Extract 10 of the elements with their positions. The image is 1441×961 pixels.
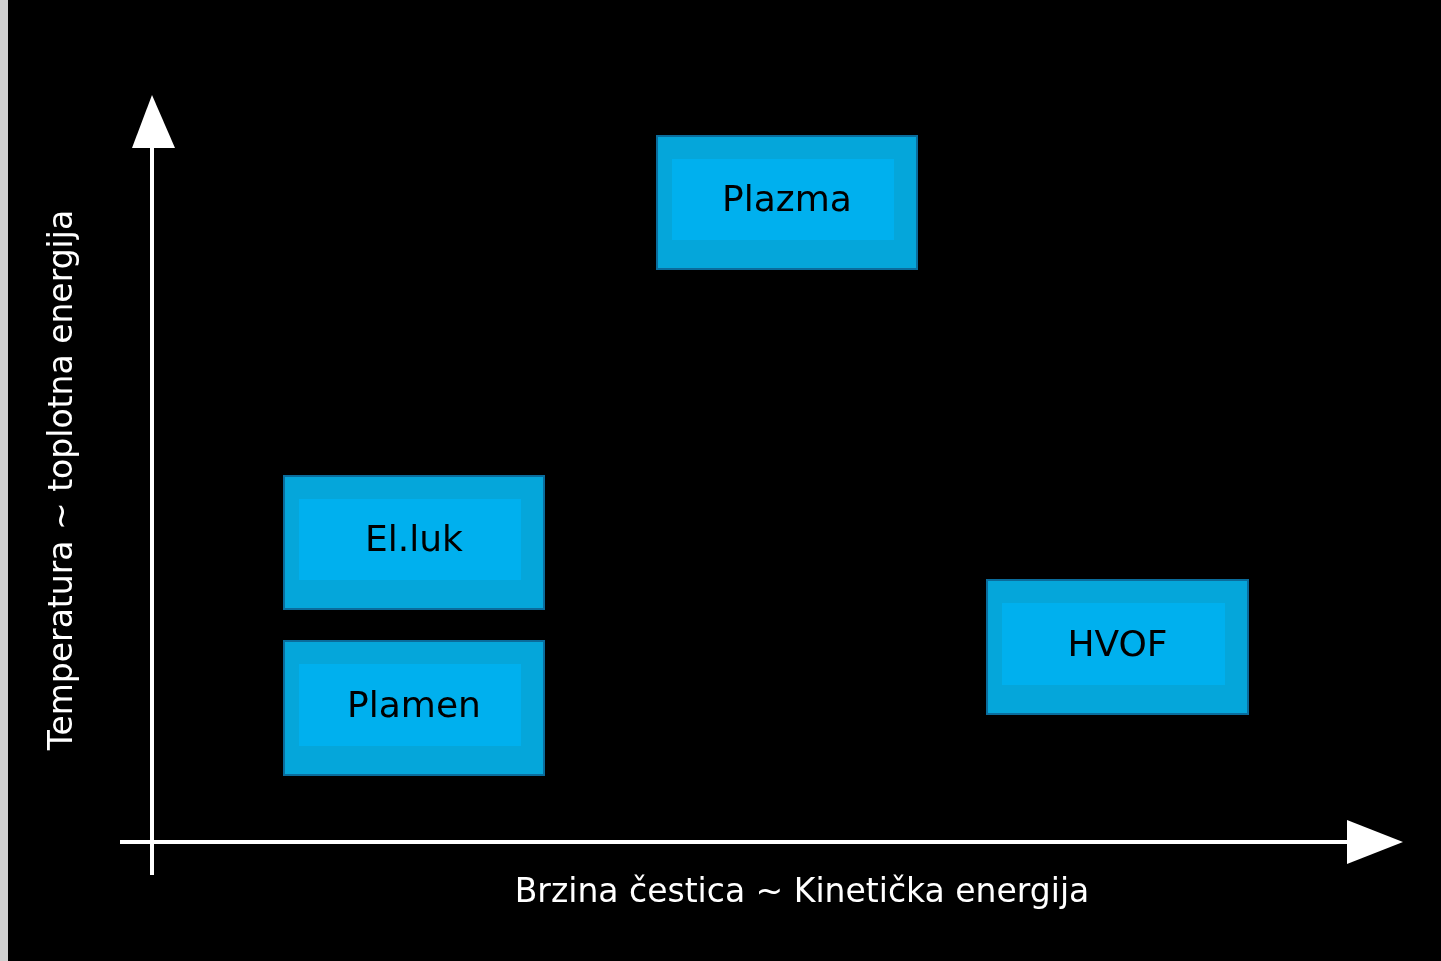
box-label: El.luk xyxy=(365,518,463,559)
box-label: Plazma xyxy=(722,178,852,219)
process-box xyxy=(283,475,545,610)
box-label: Plamen xyxy=(347,683,481,725)
box-label: HVOF xyxy=(1067,622,1168,664)
axis-label: Brzina čestica ~ Kinetička energija xyxy=(514,870,1090,910)
process-box xyxy=(986,579,1249,715)
process-box xyxy=(656,135,918,270)
process-box xyxy=(283,640,545,776)
axis-label: Temperatura ~ toplotna energija xyxy=(40,209,80,751)
